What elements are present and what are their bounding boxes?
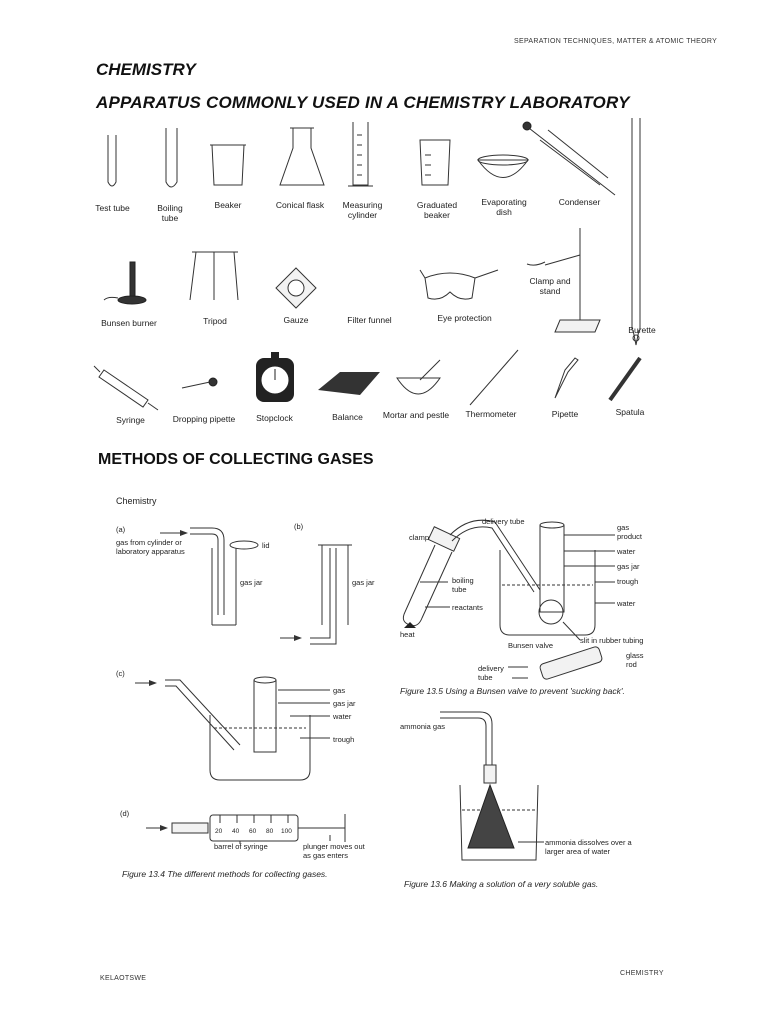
- label-dropping-pipette: Dropping pipette: [172, 414, 236, 424]
- label-condenser: Condenser: [558, 197, 601, 207]
- burette-drawing: [632, 118, 640, 345]
- subject-title: CHEMISTRY: [96, 60, 196, 79]
- fig135-delivery-tube-2: delivery tube: [478, 664, 504, 682]
- label-beaker: Beaker: [214, 200, 242, 210]
- scale-40: 40: [232, 828, 240, 835]
- fig135-bunsen-valve: Bunsen valve: [508, 641, 554, 650]
- mortar-pestle-drawing: [397, 360, 440, 394]
- label-tripod: Tripod: [203, 316, 227, 326]
- apparatus-row-1-drawings: [0, 0, 768, 230]
- eye-protection-drawing: [420, 270, 498, 299]
- label-filter-funnel: Filter funnel: [347, 315, 392, 325]
- fig134-a-jar: gas jar: [240, 578, 263, 587]
- label-spatula: Spatula: [615, 407, 645, 417]
- boiling-tube-drawing: [166, 128, 177, 187]
- fig135-heat: heat: [400, 630, 415, 639]
- fig135-slit: slit in rubber tubing: [580, 636, 644, 645]
- label-graduated-beaker: Graduated beaker: [416, 200, 458, 220]
- fig134-c-water: water: [333, 712, 352, 721]
- footer-right: CHEMISTRY: [620, 970, 664, 977]
- fig134-heading: Chemistry: [116, 496, 157, 506]
- section-title: APPARATUS COMMONLY USED IN A CHEMISTRY L…: [96, 93, 630, 112]
- fig134-d-barrel: barrel of syringe: [214, 842, 268, 851]
- bunsen-burner-drawing: [104, 262, 146, 304]
- gauze-drawing: [276, 268, 316, 308]
- test-tube-drawing: [108, 135, 116, 186]
- fig135-gas-product: gas product: [617, 523, 643, 541]
- label-thermometer: Thermometer: [465, 409, 517, 419]
- apparatus-row-2-drawings: [0, 0, 768, 340]
- spatula-drawing: [610, 358, 640, 400]
- fig134-d-plunger: plunger moves out as gas enters: [303, 842, 365, 860]
- fig134-d-tag: (d): [120, 809, 130, 818]
- fig134-b-jar: gas jar: [352, 578, 375, 587]
- fig135-boiling-tube: boiling tube: [452, 576, 474, 594]
- apparatus-row-3-drawings: [0, 0, 768, 420]
- label-mortar-and-pestle: Mortar and pestle: [382, 410, 450, 420]
- fig135-drawings: [0, 0, 768, 700]
- condenser-drawing: [523, 122, 615, 195]
- fig134-c-gas: gas: [333, 686, 346, 695]
- fig135-glass-rod: glass rod: [626, 651, 644, 669]
- fig135-delivery-tube: delivery tube: [482, 517, 525, 526]
- label-bunsen-burner: Bunsen burner: [101, 318, 157, 328]
- scale-80: 80: [266, 828, 274, 835]
- fig134-drawings: [0, 0, 768, 880]
- balance-drawing: [318, 372, 380, 395]
- evaporating-dish-drawing: [478, 155, 528, 178]
- stopclock-drawing: [256, 352, 294, 402]
- fig134-caption: Figure 13.4 The different methods for co…: [122, 869, 328, 879]
- measuring-cylinder-drawing: [348, 122, 373, 186]
- thermometer-drawing: [470, 350, 518, 405]
- fig135-reactants: reactants: [452, 603, 483, 612]
- fig134-a-tag: (a): [116, 525, 126, 534]
- graduated-beaker-drawing: [420, 140, 450, 185]
- beaker-drawing: [210, 145, 246, 185]
- scale-100: 100: [281, 828, 292, 835]
- fig134-a-lid: lid: [262, 541, 270, 550]
- clamp-stand-drawing: [527, 228, 600, 332]
- label-boiling-tube: Boiling tube: [157, 203, 183, 223]
- fig134-c-jar: gas jar: [333, 699, 356, 708]
- label-pipette: Pipette: [551, 409, 579, 419]
- fig134-c-trough: trough: [333, 735, 355, 744]
- label-syringe: Syringe: [116, 415, 145, 425]
- gases-section-title: METHODS OF COLLECTING GASES: [98, 451, 374, 468]
- fig134-a-source: gas from cylinder or laboratory apparatu…: [116, 538, 185, 556]
- fig135-trough: trough: [617, 577, 639, 586]
- label-gauze: Gauze: [283, 315, 309, 325]
- label-stopclock: Stopclock: [256, 413, 293, 423]
- tripod-drawing: [190, 252, 238, 300]
- fig135-clamp: clamp: [409, 533, 430, 542]
- label-test-tube: Test tube: [95, 203, 130, 213]
- label-clamp-and-stand: Clamp and stand: [529, 276, 571, 296]
- fig134-c-tag: (c): [116, 669, 125, 678]
- fig136-dissolves: ammonia dissolves over a larger area of …: [545, 838, 632, 856]
- label-burette: Burette: [628, 325, 656, 335]
- label-measuring-cylinder: Measuring cylinder: [342, 200, 383, 220]
- dropping-pipette-drawing: [182, 378, 217, 388]
- syringe-drawing: [94, 366, 158, 410]
- label-balance: Balance: [332, 412, 363, 422]
- fig135-caption: Figure 13.5 Using a Bunsen valve to prev…: [400, 686, 625, 696]
- fig136-drawings: [0, 0, 768, 880]
- scale-20: 20: [215, 828, 223, 835]
- fig136-caption: Figure 13.6 Making a solution of a very …: [404, 879, 599, 889]
- fig135-water-2: water: [617, 599, 636, 608]
- fig135-water: water: [617, 547, 636, 556]
- pipette-drawing: [555, 358, 578, 398]
- fig136-ammonia-gas: ammonia gas: [400, 722, 446, 731]
- fig134-b-tag: (b): [294, 522, 304, 531]
- label-conical-flask: Conical flask: [275, 200, 325, 210]
- fig135-gas-jar: gas jar: [617, 562, 640, 571]
- scale-60: 60: [249, 828, 257, 835]
- label-evaporating-dish: Evaporating dish: [481, 197, 527, 217]
- conical-flask-drawing: [280, 128, 324, 185]
- running-header: SEPARATION TECHNIQUES, MATTER & ATOMIC T…: [514, 38, 718, 45]
- footer-left: KELAOTSWE: [100, 975, 147, 982]
- label-eye-protection: Eye protection: [437, 313, 492, 323]
